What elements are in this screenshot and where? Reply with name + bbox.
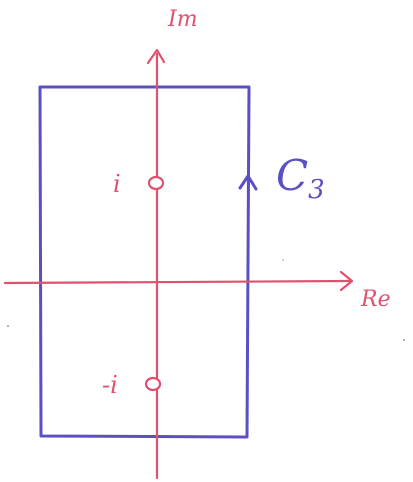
real-axis — [3, 279, 352, 285]
imaginary-axis-arrowhead — [146, 48, 166, 65]
real-axis-label: Re — [360, 287, 391, 312]
contour-label: C3 — [276, 151, 325, 205]
contour-label-letter: C — [276, 151, 308, 200]
imaginary-axis-label: Im — [167, 7, 198, 32]
stray-mark — [282, 259, 284, 261]
contour-rectangle — [38, 85, 251, 439]
contour-label-subscript: 3 — [308, 175, 325, 205]
pole-minus-i — [144, 376, 162, 392]
stray-mark — [403, 339, 405, 341]
pole-i-label: i — [113, 170, 121, 198]
pole-i — [147, 175, 165, 191]
stray-mark — [7, 325, 9, 327]
pole-minus-i-label: -i — [102, 371, 118, 399]
real-axis-arrowhead — [339, 270, 354, 292]
contour-direction-arrow — [238, 174, 258, 191]
